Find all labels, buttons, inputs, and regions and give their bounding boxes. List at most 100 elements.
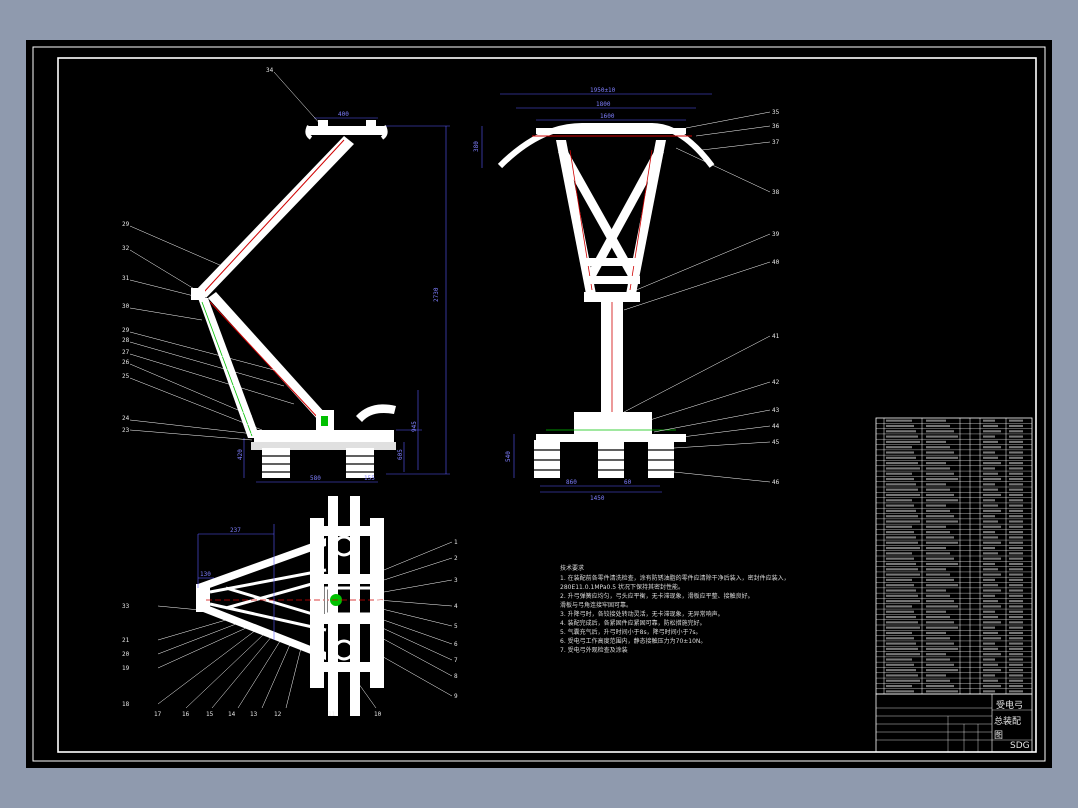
bom-cell-text (1009, 562, 1023, 566)
bom-cell-text (983, 493, 1001, 497)
bom-cell-text (886, 653, 920, 656)
bom-cell-text (926, 568, 946, 571)
bom-cell-text (886, 557, 914, 560)
bom-cell-text (886, 456, 916, 459)
bom-cell-text (983, 621, 1001, 624)
bom-cell-text (983, 541, 1001, 544)
bom-cell-text (983, 504, 998, 507)
bom-cell-text (1009, 615, 1023, 619)
balloon-19: 19 (122, 665, 130, 672)
balloon-15: 15 (206, 711, 214, 718)
bom-cell-text (926, 477, 958, 481)
balloon-5: 5 (454, 623, 458, 630)
technical-requirements: 技术要求 1. 在装配前各零件清洗检查，涂有防锈油脂的零件应清除干净后装入，密封… (560, 564, 790, 654)
bom-cell-text (983, 557, 1001, 560)
balloon-33: 33 (122, 603, 130, 610)
bom-cell-text (1009, 467, 1023, 470)
balloon-14: 14 (228, 711, 236, 718)
dim-1450: 1450 (590, 495, 605, 502)
bom-cell-text (926, 605, 958, 608)
bom-cell-text (926, 642, 954, 645)
bom-cell-text (886, 669, 916, 672)
bom-cell-text (983, 462, 1001, 465)
bom-cell-text (886, 546, 920, 550)
bom-cell-text (1009, 419, 1023, 422)
bom-cell-text (886, 631, 912, 635)
bom-cell-text (926, 653, 946, 656)
bom-cell-text (886, 658, 912, 661)
balloon-41: 41 (772, 333, 780, 340)
bom-cell-text (983, 684, 1001, 688)
bom-cell-text (1009, 424, 1023, 428)
tech-req-item: 3. 升降弓时，各铰接处转动灵活，无卡滞现象，无异常响声。 (560, 610, 724, 618)
bom-cell-text (926, 684, 954, 688)
bom-cell-text (983, 631, 998, 635)
plan-view: 237 130 1 2 3 4 (122, 496, 458, 718)
bom-cell-text (886, 690, 914, 693)
bom-cell-text (926, 541, 958, 544)
bom-cell-text (886, 552, 912, 555)
bom-cell-text (1009, 690, 1023, 693)
bom-cell-text (1009, 642, 1023, 645)
bom-cell-text (983, 509, 1001, 512)
title-drawing-code: SDG (1010, 741, 1030, 751)
bom-cell-text (983, 440, 998, 443)
bom-cell-text (1009, 488, 1023, 491)
balloon-2: 2 (454, 555, 458, 562)
outer-frame (32, 46, 1046, 762)
tech-req-heading: 技术要求 (560, 564, 584, 572)
bom-cell-text (886, 541, 918, 544)
dim-130: 130 (200, 571, 211, 578)
bom-cell-text (886, 674, 918, 677)
bom-cell-text (926, 663, 954, 666)
bom-cell-text (1009, 610, 1023, 613)
bom-cell-text (983, 424, 998, 428)
bom-cell-text (886, 578, 912, 581)
pantograph-assembly-drawing: 400 2730 945 605 420 580 155 34 29 32 31… (32, 46, 1046, 762)
balloon-7: 7 (454, 657, 458, 664)
dim-2730: 2730 (433, 287, 440, 302)
bom-cell-text (983, 546, 995, 550)
inner-frame (57, 57, 1037, 753)
balloon-32: 32 (122, 245, 130, 252)
bom-cell-text (983, 520, 998, 523)
bom-cell-text (886, 637, 914, 640)
side-view: 400 2730 945 605 420 580 155 34 29 32 31… (122, 67, 450, 483)
bom-cell-text (983, 578, 995, 581)
dim-420: 420 (237, 449, 244, 460)
bom-cell-text (983, 552, 998, 555)
balloon-18: 18 (122, 701, 130, 708)
bom-cell-text (926, 621, 954, 624)
bom-cell-text (1009, 531, 1023, 534)
bom-cell-text (926, 658, 950, 661)
balloon-12: 12 (274, 711, 282, 718)
bom-cell-text (983, 467, 995, 470)
bom-cell-text (926, 584, 958, 587)
bom-cell-text (1009, 557, 1023, 560)
bom-cell-text (1009, 679, 1023, 682)
bom-cell-text (983, 430, 1001, 433)
bom-cell-text (886, 642, 916, 645)
balloon-4: 4 (454, 603, 458, 610)
bom-cell-text (1009, 674, 1023, 677)
balloon-42: 42 (772, 379, 780, 386)
bom-cell-text (926, 594, 950, 597)
bom-cell-text (926, 430, 954, 433)
bom-cell-text (886, 472, 912, 475)
balloon-27: 27 (122, 349, 130, 356)
tech-req-item: 4. 装配完成后，各紧固件应紧固可靠，防松措施完好。 (560, 619, 706, 627)
bom-cell-text (926, 531, 950, 534)
bom-cell-text (983, 584, 998, 587)
bom-cell-text (926, 515, 954, 518)
bom-cell-text (886, 430, 916, 433)
bom-cell-text (1009, 573, 1023, 576)
bom-cell-text (886, 562, 916, 566)
bom-cell-text (886, 594, 918, 597)
bom-cell-text (983, 573, 1001, 576)
bom-cell-text (1009, 525, 1023, 528)
tech-req-item: 7. 受电弓外观检查及涂装 (560, 646, 628, 654)
bom-cell-text (1009, 504, 1023, 507)
bom-cell-text (1009, 430, 1023, 433)
bom-cell-text (886, 615, 916, 619)
bom-cell-text (886, 477, 914, 481)
